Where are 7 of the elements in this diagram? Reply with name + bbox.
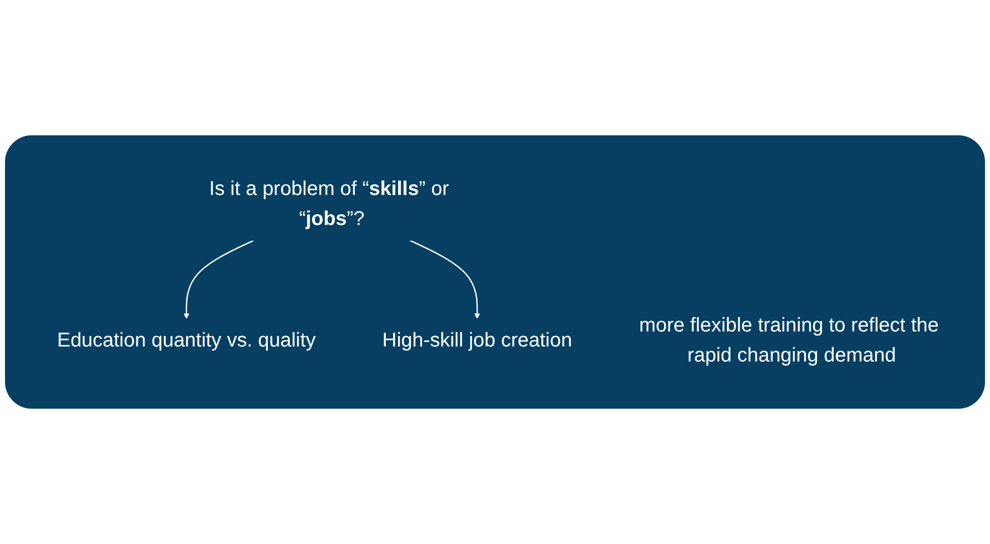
node-text: more flexible training to reflect the rapid changing demand (639, 314, 939, 366)
node-text: High-skill job creation (382, 329, 572, 352)
node-text: Education quantity vs. quality (57, 329, 316, 352)
node-text: Is it a problem of “skills” or “jobs”? (209, 178, 449, 230)
cluster (5, 135, 985, 409)
arrow (410, 240, 480, 319)
arrow (184, 240, 254, 319)
